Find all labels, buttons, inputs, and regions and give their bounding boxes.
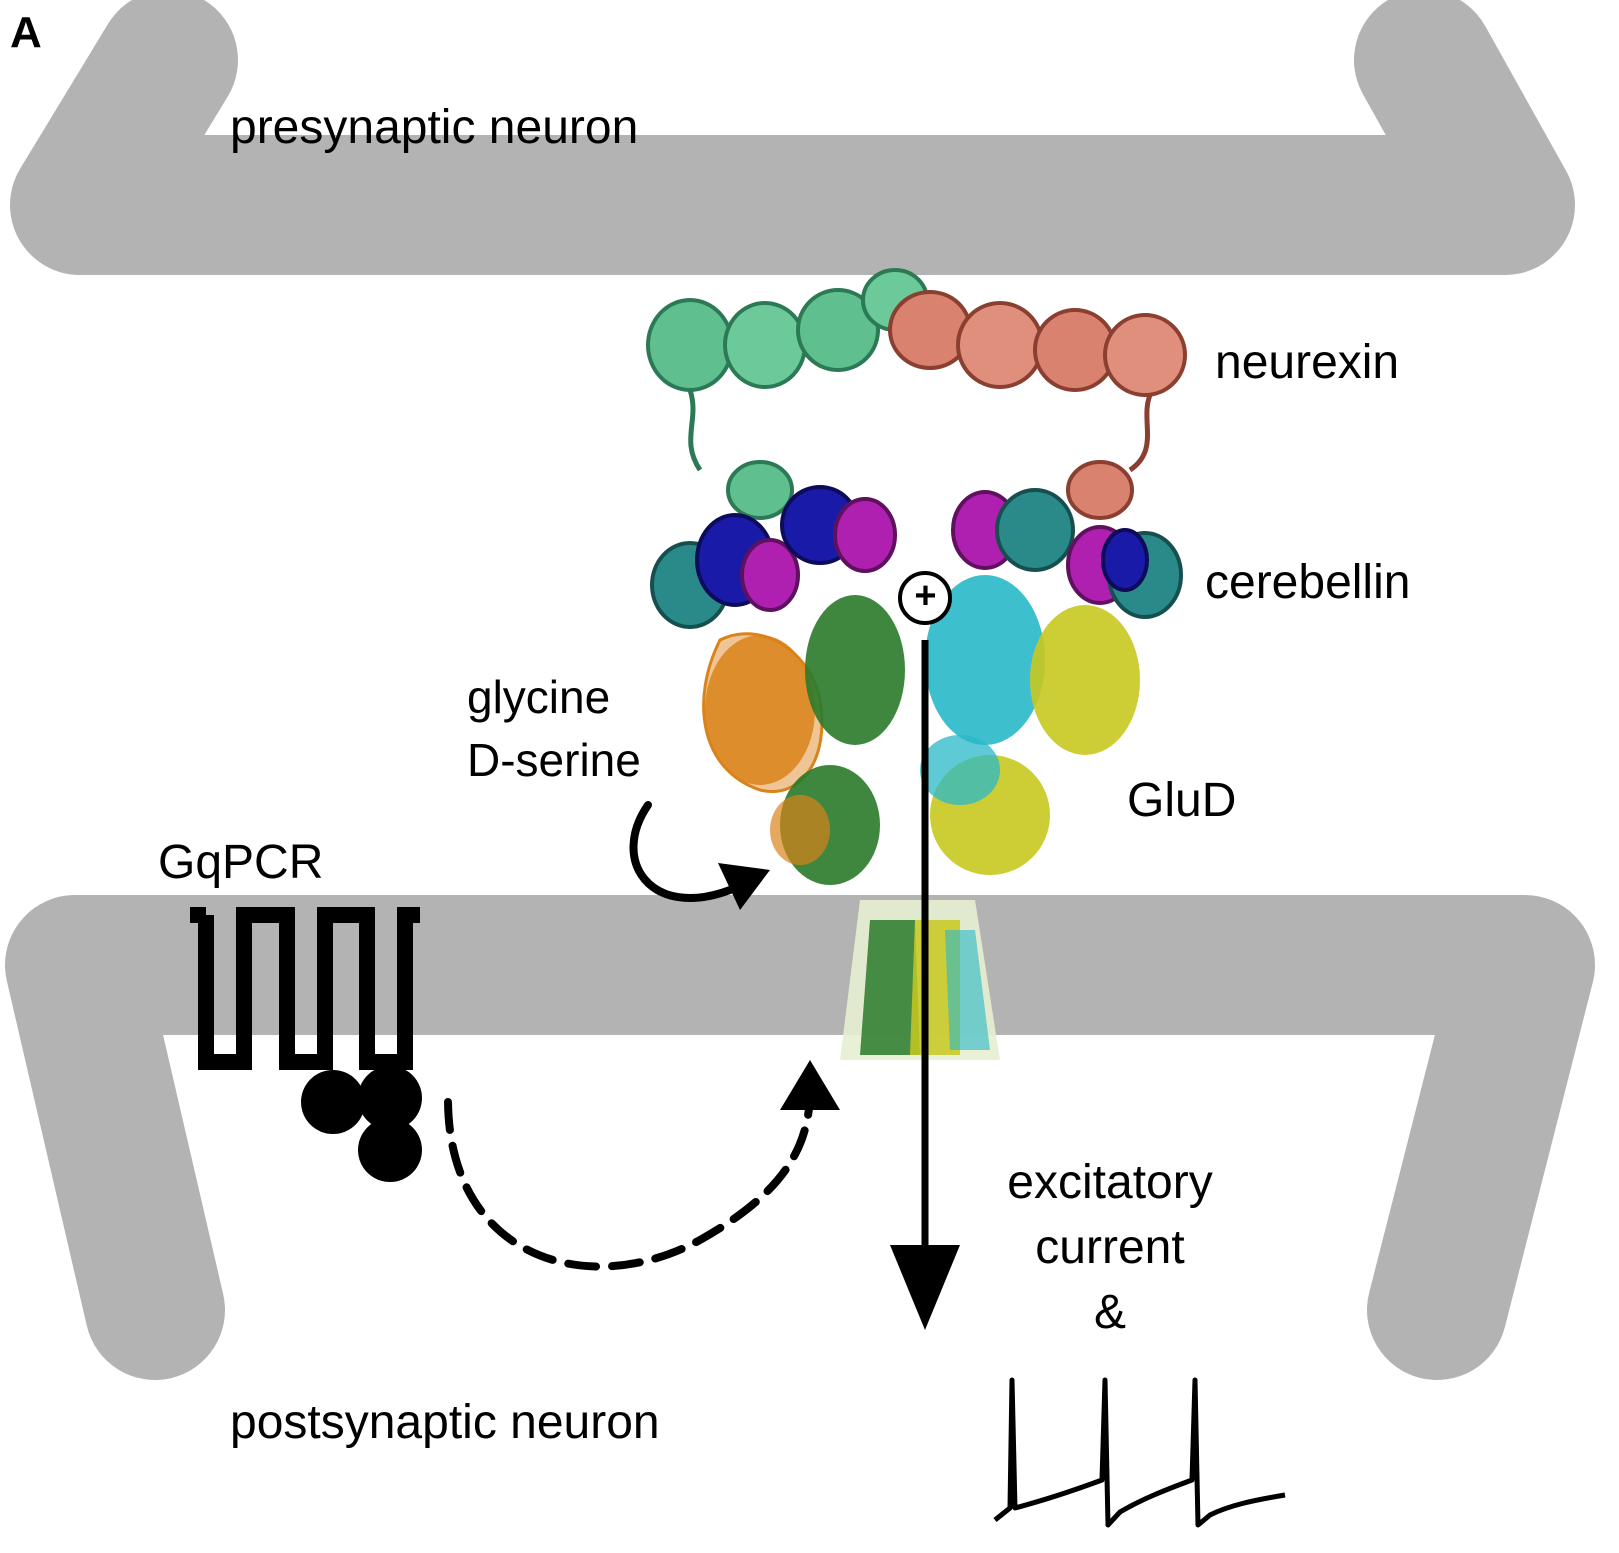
gqpcr-receptor	[190, 907, 422, 1182]
ligand-binding-arrow	[629, 801, 770, 910]
panel-letter: A	[10, 8, 42, 57]
neurexin-protein	[646, 268, 1187, 520]
ampersand-label: &	[1093, 1286, 1126, 1339]
g-protein-gamma-icon	[358, 1118, 422, 1182]
gluD-label: GluD	[1127, 774, 1237, 827]
cerebellin-protein	[650, 485, 1183, 629]
current-label: current	[1035, 1221, 1185, 1274]
cerebellin-label: cerebellin	[1205, 556, 1411, 609]
presynaptic-membrane	[10, 0, 1575, 275]
presynaptic-label: presynaptic neuron	[230, 101, 639, 154]
action-potential-trace	[993, 1377, 1286, 1528]
plus-sign: +	[914, 575, 937, 617]
gluD-receptor	[702, 575, 1140, 1060]
postsynaptic-membrane	[5, 895, 1595, 1380]
signaling-dashed-arrow	[444, 1060, 840, 1271]
postsynaptic-label: postsynaptic neuron	[230, 1396, 660, 1449]
excitatory-label: excitatory	[1007, 1156, 1213, 1209]
g-protein-beta-icon	[358, 1066, 422, 1130]
ion-flow-arrow	[890, 640, 960, 1330]
gqpcr-label: GqPCR	[158, 836, 324, 889]
dserine-label: D-serine	[467, 734, 641, 786]
glycine-label: glycine	[467, 671, 611, 723]
neurexin-label: neurexin	[1215, 336, 1400, 389]
positive-ion-icon	[898, 571, 952, 625]
g-protein-alpha-icon	[301, 1070, 365, 1134]
